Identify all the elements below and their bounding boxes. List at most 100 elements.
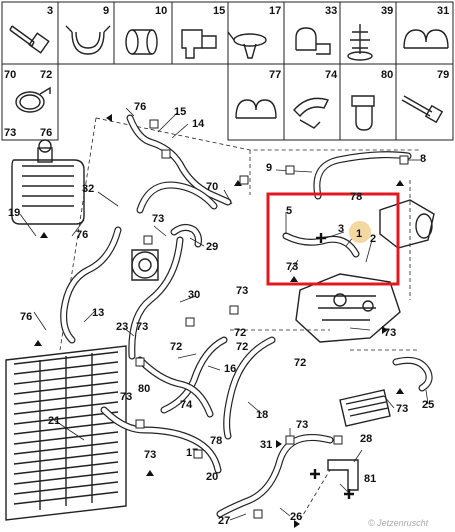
grid-label-33: 33	[325, 5, 337, 17]
grid-cell-77	[227, 63, 285, 141]
callout-26: 26	[290, 511, 302, 523]
double-pipe-clip-icon	[235, 99, 277, 119]
callout-numbers: 76 15 14 9 8 32 70 78 19 76 73 29 5 3 1 …	[8, 101, 434, 527]
callout-73-a: 73	[152, 213, 164, 225]
hoses	[60, 114, 433, 518]
grid-label-77: 77	[269, 69, 281, 81]
grid-cell-80	[339, 63, 397, 141]
callout-81: 81	[364, 473, 376, 485]
dashed-frame	[59, 117, 420, 521]
callout-13: 13	[92, 307, 104, 319]
callout-72-c: 72	[236, 341, 248, 353]
callout-72-d: 72	[294, 357, 306, 369]
callout-78: 78	[350, 191, 362, 203]
callout-15: 15	[174, 106, 186, 118]
hose-21	[100, 406, 222, 474]
callout-16: 16	[224, 363, 236, 375]
callout-32: 32	[82, 183, 94, 195]
callout-1: 1	[356, 228, 362, 240]
mounting-bracket	[327, 459, 359, 491]
callout-73-g: 73	[396, 403, 408, 415]
grid-label-39: 39	[381, 5, 393, 17]
grid-label-70: 70	[4, 69, 16, 81]
grid-cell-79	[395, 63, 454, 141]
callout-14: 14	[192, 118, 205, 130]
grid-cell-3	[1, 1, 59, 65]
callout-19: 19	[8, 207, 20, 219]
radiator	[5, 345, 127, 521]
callout-31: 31	[260, 439, 272, 451]
pipe-clip-icon	[295, 27, 331, 55]
callout-25: 25	[422, 399, 434, 411]
callout-73-h: 73	[296, 419, 308, 431]
christmas-tree-clip-icon	[347, 24, 373, 61]
expansion-tank	[11, 139, 85, 225]
callout-72-a: 72	[234, 327, 246, 339]
reference-markers	[135, 119, 409, 519]
oil-cooler	[131, 249, 159, 281]
grid-cell-10	[113, 1, 173, 65]
callout-23: 23	[116, 321, 128, 333]
arrow-markers	[34, 114, 404, 528]
grid-label-80: 80	[381, 69, 393, 81]
push-rivet-icon	[227, 31, 267, 59]
callout-3: 3	[338, 223, 344, 235]
plus-markers	[310, 233, 354, 499]
sleeve-icon	[125, 29, 158, 55]
screw-icon	[9, 25, 50, 54]
callout-78-b: 78	[210, 435, 222, 447]
callout-73-c: 73	[236, 285, 248, 297]
callout-21: 21	[48, 415, 60, 427]
parts-grid-row-2: 70 72 73 76 77 74 80 79	[1, 63, 454, 141]
hose-bracket-icon	[351, 95, 375, 131]
hose-clamp-icon	[15, 86, 51, 113]
callout-20: 20	[206, 471, 218, 483]
callout-2: 2	[370, 233, 376, 245]
grid-label-17: 17	[269, 5, 281, 17]
callout-73-d: 73	[136, 321, 148, 333]
callout-70: 70	[206, 181, 218, 193]
bolt-icon	[401, 95, 444, 124]
tank-cap	[37, 147, 53, 163]
highlight-marker	[349, 221, 371, 243]
grid-label-76: 76	[40, 127, 52, 139]
grid-label-72: 72	[40, 69, 52, 81]
grid-label-10: 10	[155, 5, 167, 17]
highlight-box	[266, 192, 400, 286]
grid-label-9: 9	[103, 5, 109, 17]
hose-clip-icon	[65, 25, 111, 55]
grid-cell-70-72-73-76	[1, 63, 59, 141]
grid-label-3: 3	[47, 5, 53, 17]
callout-18: 18	[256, 409, 268, 421]
bracket-clip-icon	[181, 29, 217, 59]
callout-27: 27	[218, 515, 230, 527]
callout-28: 28	[360, 433, 372, 445]
grid-label-73: 73	[4, 127, 16, 139]
grid-label-31: 31	[437, 5, 449, 17]
watermark: © Jetzenruscht	[368, 518, 429, 528]
callout-8: 8	[420, 153, 426, 165]
grid-label-79: 79	[437, 69, 449, 81]
callout-73-b: 73	[286, 261, 298, 273]
water-outlet	[379, 199, 435, 249]
callout-5: 5	[286, 205, 292, 217]
heat-exchanger	[339, 389, 391, 427]
callout-72-b: 72	[170, 341, 182, 353]
callout-73-f: 73	[120, 391, 132, 403]
callout-76-mid: 76	[76, 229, 88, 241]
callout-30: 30	[188, 289, 200, 301]
double-clip-icon	[403, 29, 449, 49]
callout-29: 29	[206, 241, 218, 253]
parts-grid-row-1: 3 9 10 15 17 33 39 31	[1, 1, 454, 65]
leader-lines	[19, 107, 429, 521]
strap-clip-icon	[293, 97, 329, 129]
grid-label-15: 15	[213, 5, 225, 17]
callout-76-top: 76	[134, 101, 146, 113]
callout-73-i: 73	[144, 449, 156, 461]
callout-9: 9	[266, 162, 272, 174]
thermostat-housing	[295, 273, 401, 343]
callout-76-left: 76	[20, 311, 32, 323]
callout-74: 74	[180, 399, 193, 411]
grid-label-74: 74	[325, 69, 338, 81]
